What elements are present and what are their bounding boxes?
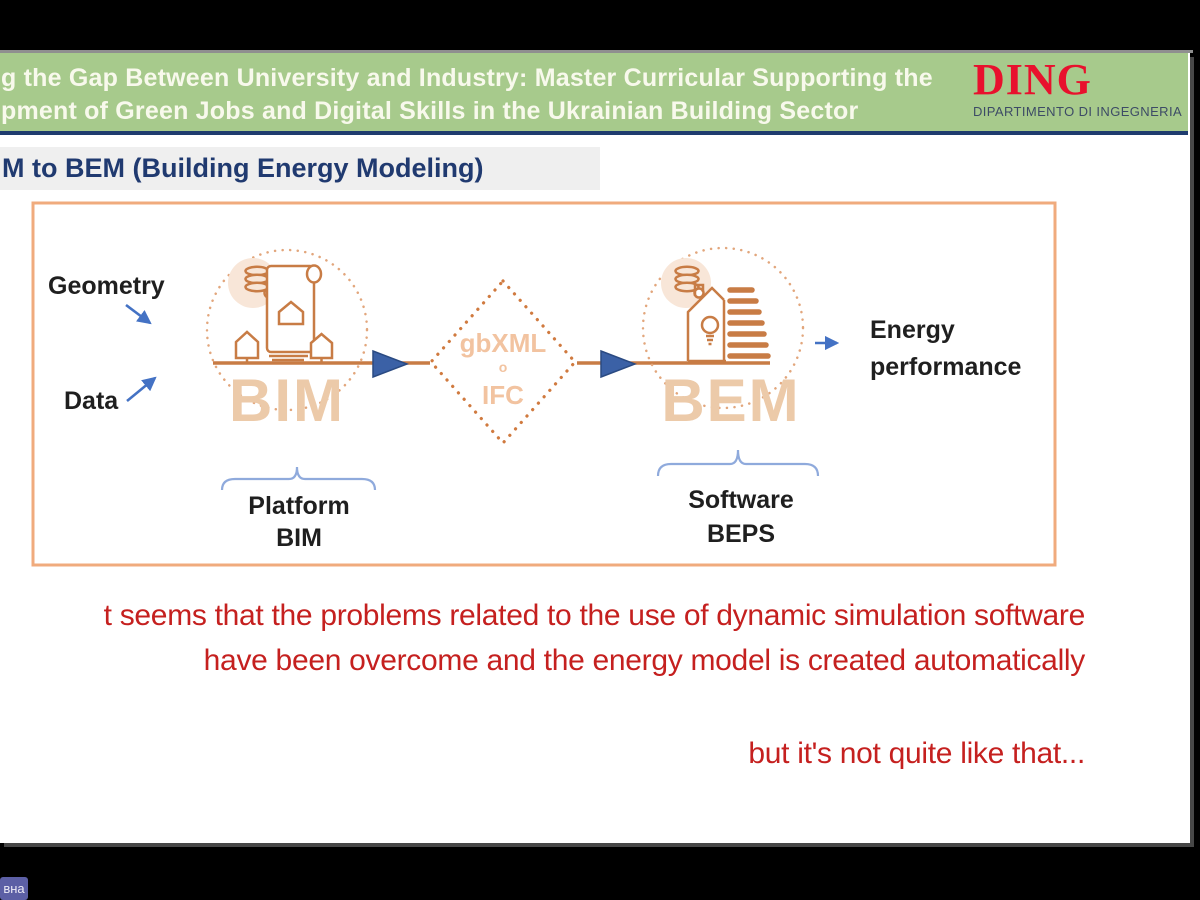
header-title-line2: pment of Green Jobs and Digital Skills i… — [1, 97, 859, 125]
or-label: o — [499, 359, 508, 375]
software-caption: Software — [688, 486, 794, 514]
database-icon — [244, 265, 275, 299]
small-house-icons — [234, 330, 334, 363]
ding-logo-subtitle: DIPARTIMENTO DI INGEGNERIA — [973, 104, 1183, 119]
energy-performance-line2: performance — [870, 353, 1022, 381]
bim-bem-diagram: Geometry Data — [31, 201, 1057, 567]
header-title-line1: g the Gap Between University and Industr… — [1, 64, 933, 92]
ifc-label: IFC — [482, 380, 524, 410]
red-message-line1: t seems that the problems related to the… — [103, 599, 1086, 632]
bem-word: BEM — [661, 367, 800, 434]
bem-dotted-circle — [641, 246, 805, 410]
data-arrow-icon — [126, 376, 157, 403]
energy-performance-line1: Energy — [870, 316, 955, 344]
platform-bim-caption: BIM — [276, 524, 322, 552]
gbxml-label: gbXML — [460, 328, 547, 358]
energy-house-icon — [686, 283, 771, 363]
geometry-arrow-icon — [125, 303, 152, 325]
exchange-format-diamond: gbXML o IFC — [428, 278, 578, 446]
bim-icon: BIM — [205, 248, 369, 434]
scroll-house-icon — [265, 264, 323, 362]
section-title: M to BEM (Building Energy Modeling) — [2, 153, 484, 183]
flow-arrow-icon — [600, 349, 638, 379]
diagram-border-box — [31, 201, 1057, 567]
bim-brace — [220, 466, 377, 491]
software-beps-caption: BEPS — [707, 520, 775, 548]
participant-name-badge[interactable]: вна — [0, 877, 28, 900]
ding-logo: DING DIPARTIMENTO DI INGEGNERIA — [973, 55, 1188, 120]
data-label: Data — [64, 387, 119, 415]
diamond-dotted-border — [428, 278, 578, 446]
platform-caption: Platform — [248, 492, 349, 520]
slide-header-title: g the Gap Between University and Industr… — [1, 62, 933, 128]
red-message-line2: have been overcome and the energy model … — [203, 644, 1086, 677]
bem-icon: BEM — [641, 246, 805, 434]
geometry-label: Geometry — [48, 272, 165, 300]
ding-logo-name: DING — [973, 55, 1092, 104]
bem-brace — [656, 449, 820, 477]
flow-arrow-icon — [372, 349, 410, 379]
bim-dotted-circle — [205, 248, 369, 412]
section-title-strip: M to BEM (Building Energy Modeling) — [0, 147, 600, 190]
slide-header-banner: g the Gap Between University and Industr… — [0, 53, 1188, 135]
bim-word: BIM — [229, 367, 345, 434]
red-message-line3: but it's not quite like that... — [748, 737, 1085, 770]
presentation-slide: g the Gap Between University and Industr… — [0, 53, 1190, 843]
window-top-edge — [0, 50, 1193, 53]
